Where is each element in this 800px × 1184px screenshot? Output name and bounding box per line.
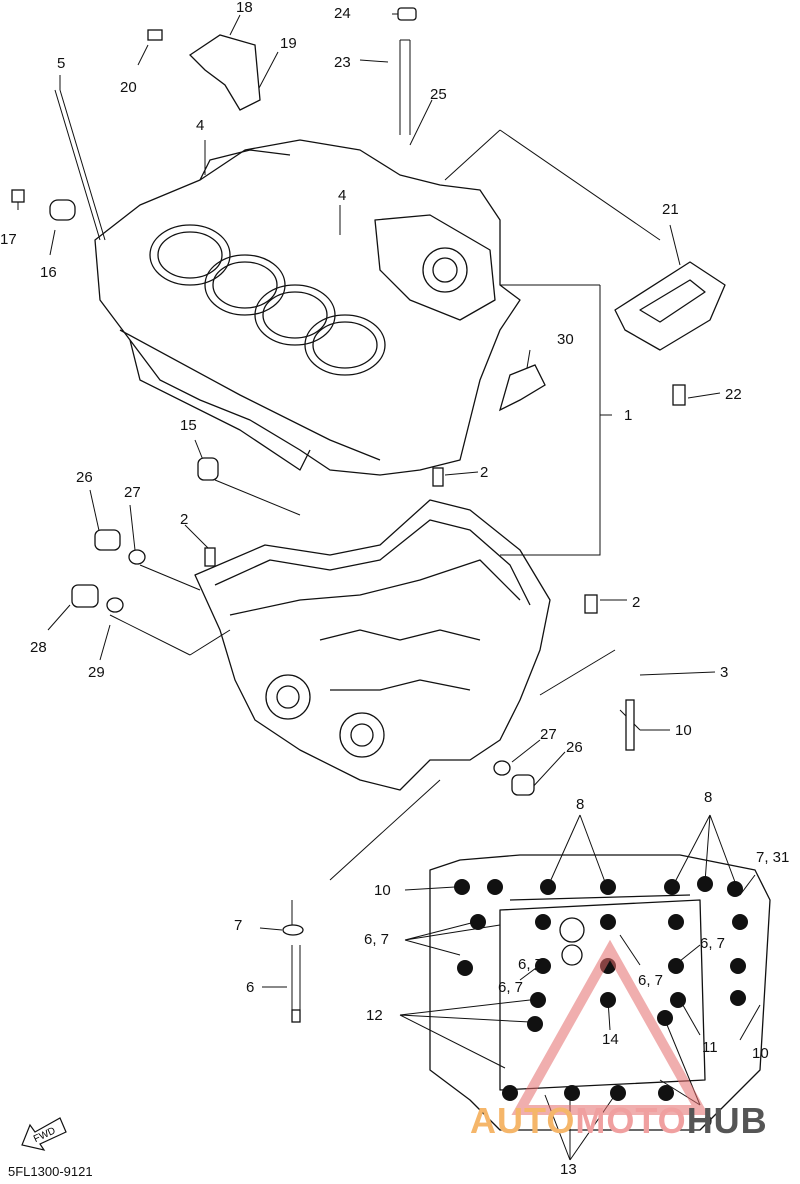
callout-3: 3 xyxy=(720,664,729,681)
callout-12: 12 xyxy=(366,1007,383,1024)
callout-28: 28 xyxy=(30,639,47,656)
callout-26-left: 26 xyxy=(76,469,93,486)
callout-10-bottom-right: 10 xyxy=(752,1045,769,1062)
callout-1: 1 xyxy=(624,407,633,424)
callout-9: 9 xyxy=(704,1113,713,1130)
callout-29: 29 xyxy=(88,664,105,681)
cover-18 xyxy=(188,34,261,111)
callout-27-left: 27 xyxy=(124,484,141,501)
bolt-6-head xyxy=(291,1009,301,1023)
watermark-part1: AUTO xyxy=(470,1100,576,1141)
bolt-17 xyxy=(11,189,25,203)
bottom-view-outline xyxy=(429,854,771,1131)
callout-16: 16 xyxy=(40,264,57,281)
callout-5: 5 xyxy=(57,55,66,72)
callout-6: 6 xyxy=(246,979,255,996)
oring-29 xyxy=(106,597,124,613)
cylinder-bore-4 xyxy=(304,314,386,376)
callout-6-7-d: 6, 7 xyxy=(638,972,664,989)
callout-8-left: 8 xyxy=(576,796,585,813)
dowel-2a xyxy=(432,467,444,487)
oring-27b xyxy=(493,760,511,776)
plug-26 xyxy=(94,529,121,551)
cylinder-bore-1 xyxy=(149,224,231,286)
upper-crankcase xyxy=(94,139,521,476)
callout-14: 14 xyxy=(602,1031,619,1048)
callout-11: 11 xyxy=(702,1039,718,1056)
callout-2-top: 2 xyxy=(480,464,489,481)
callout-24: 24 xyxy=(334,5,351,22)
clip-24 xyxy=(397,7,417,21)
bolt-10 xyxy=(625,699,635,751)
callout-21: 21 xyxy=(662,201,679,218)
callout-10-bottom-left: 10 xyxy=(374,882,391,899)
bolt-22 xyxy=(672,384,686,406)
lower-crankcase xyxy=(194,499,551,791)
callout-10-mid: 10 xyxy=(675,722,692,739)
callout-7: 7 xyxy=(234,917,243,934)
callout-17: 17 xyxy=(0,231,17,248)
callout-6-7-e: 6, 7 xyxy=(498,979,524,996)
callout-6-7-b: 6, 7 xyxy=(700,935,726,952)
watermark-text: AUTOMOTOHUB xyxy=(470,1100,768,1142)
callout-6-7-a: 6, 7 xyxy=(364,931,390,948)
cap-16 xyxy=(49,199,76,221)
watermark-part3: HUB xyxy=(686,1100,768,1141)
watermark-logo xyxy=(511,939,709,1115)
callout-6-7-c: 6, 7 xyxy=(518,956,544,973)
watermark-part2: MOTO xyxy=(575,1100,687,1141)
callout-4-upper: 4 xyxy=(196,117,205,134)
callout-26-right: 26 xyxy=(566,739,583,756)
plug-28 xyxy=(71,584,99,608)
fwd-arrow xyxy=(21,1117,67,1151)
callout-19: 19 xyxy=(280,35,297,52)
callout-13: 13 xyxy=(560,1161,577,1178)
callout-18: 18 xyxy=(236,0,253,16)
callout-8-right: 8 xyxy=(704,789,713,806)
washer-7 xyxy=(282,924,304,936)
callout-30: 30 xyxy=(557,331,574,348)
callout-27-right: 27 xyxy=(540,726,557,743)
callout-20: 20 xyxy=(120,79,137,96)
breather-cover xyxy=(614,261,726,351)
callout-4-mid: 4 xyxy=(338,187,347,204)
callout-22: 22 xyxy=(725,386,742,403)
plug-26b xyxy=(511,774,535,796)
bolt-20 xyxy=(147,29,163,41)
plug-15 xyxy=(197,457,219,481)
callout-25: 25 xyxy=(430,86,447,103)
callout-23: 23 xyxy=(334,54,351,71)
dowel-2b xyxy=(204,547,216,567)
cylinder-bore-2 xyxy=(204,254,286,316)
gasket-30 xyxy=(498,364,546,412)
part-code: 5FL1300-9121 xyxy=(8,1164,93,1179)
cylinder-bore-3 xyxy=(254,284,336,346)
oring-27 xyxy=(128,549,146,565)
callout-2-left: 2 xyxy=(180,511,189,528)
callout-15: 15 xyxy=(180,417,197,434)
callout-2-right: 2 xyxy=(632,594,641,611)
callout-7-31: 7, 31 xyxy=(756,849,790,866)
dowel-2c xyxy=(584,594,598,614)
